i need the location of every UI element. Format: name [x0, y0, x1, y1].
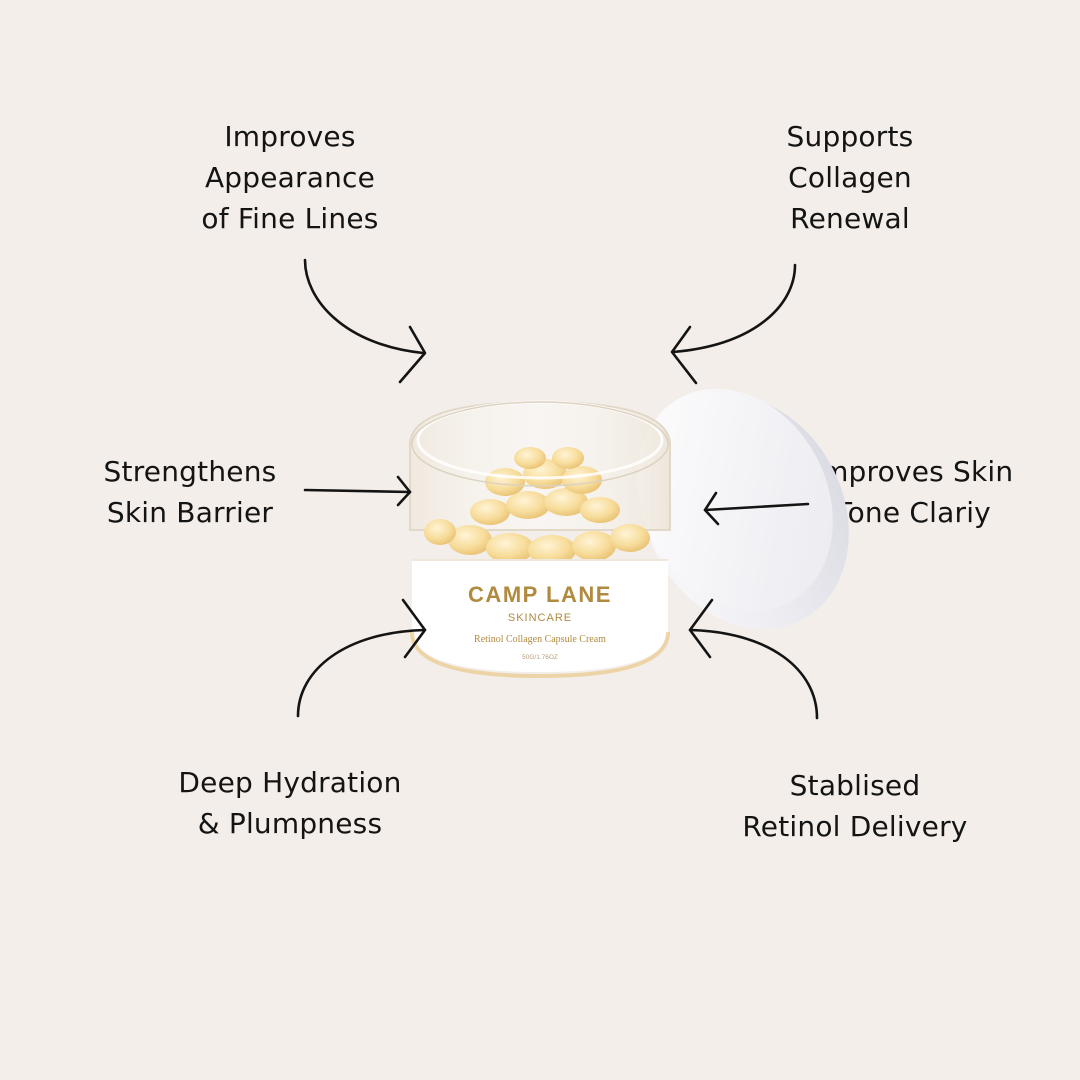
- benefit-line: Tone Clariy: [835, 496, 991, 529]
- arrow-bottom-left: [296, 598, 427, 718]
- jar-lid: [637, 388, 849, 630]
- benefit-retinol-delivery: Stablised Retinol Delivery: [705, 765, 1005, 847]
- benefit-line: Renewal: [790, 202, 910, 235]
- benefit-line: Appearance: [204, 161, 376, 194]
- benefit-line: & Plumpness: [197, 807, 383, 840]
- benefit-line: Collagen: [788, 161, 912, 194]
- capsules-group: [424, 447, 650, 565]
- arrow-mid-left: [303, 475, 412, 507]
- jar-body: CAMP LANE SKINCARE Retinol Collagen Caps…: [409, 400, 671, 679]
- arrow-top-left: [303, 258, 427, 384]
- benefit-line: Stablised: [789, 769, 921, 802]
- benefit-strengthens-barrier: Strengthens Skin Barrier: [40, 451, 340, 533]
- benefit-line: Improves: [224, 120, 356, 153]
- benefit-line: Supports: [786, 120, 914, 153]
- brand-subtitle: SKINCARE: [508, 612, 572, 624]
- arrow-mid-right: [703, 491, 810, 526]
- arrow-bottom-right: [688, 598, 819, 720]
- benefit-line: Deep Hydration: [178, 766, 402, 799]
- benefit-line: Improves Skin: [812, 455, 1014, 488]
- benefit-supports-collagen: Supports Collagen Renewal: [700, 116, 1000, 239]
- product-size: 50G/1.76OZ: [522, 654, 558, 661]
- brand-name: CAMP LANE: [468, 582, 612, 607]
- benefit-deep-hydration: Deep Hydration & Plumpness: [140, 762, 440, 844]
- arrow-top-right: [670, 263, 797, 385]
- benefit-improves-tone: Improves Skin Tone Clariy: [763, 451, 1063, 533]
- product-name: Retinol Collagen Capsule Cream: [474, 634, 606, 645]
- benefit-improves-fine-lines: Improves Appearance of Fine Lines: [140, 116, 440, 239]
- benefit-line: Strengthens: [103, 455, 277, 488]
- benefit-line: of Fine Lines: [201, 202, 379, 235]
- benefit-line: Retinol Delivery: [742, 810, 968, 843]
- benefit-line: Skin Barrier: [106, 496, 274, 529]
